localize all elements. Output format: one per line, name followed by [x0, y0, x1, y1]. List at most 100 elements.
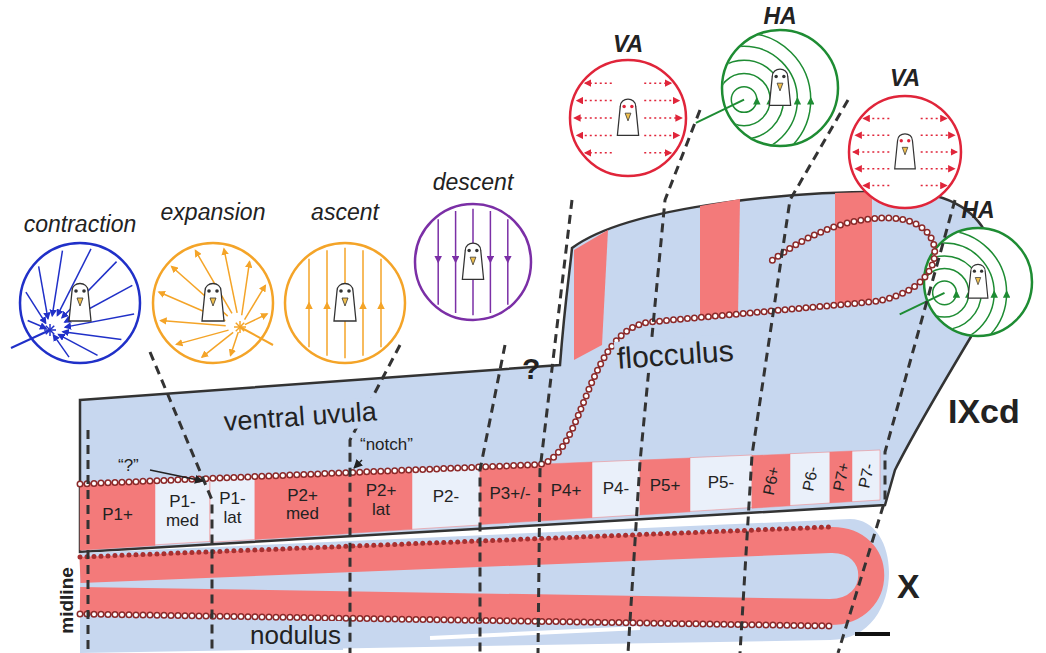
- flow-line: [933, 281, 957, 305]
- flow-line: [575, 117, 612, 119]
- purkinje-bead-row: [80, 614, 830, 626]
- stripe-label: P3+/-: [489, 485, 530, 504]
- stripe-label: P1- lat: [214, 490, 252, 527]
- circle-heading: VA: [820, 64, 990, 92]
- flow-line: [731, 87, 757, 113]
- stripe-fill: [540, 462, 592, 521]
- flow-field: [26, 249, 134, 357]
- stripe-fill: [412, 467, 480, 529]
- flow-circle-node: VA: [849, 64, 961, 208]
- eye: [347, 289, 351, 293]
- flow-field: [853, 118, 956, 185]
- eye: [973, 270, 976, 273]
- flow-line: [28, 321, 46, 329]
- stripe-label: P5+: [650, 477, 681, 496]
- circle-heading: VA: [543, 30, 713, 58]
- head-icon: [617, 99, 638, 135]
- flow-line: [53, 335, 69, 357]
- flow-field-circle: [20, 243, 140, 363]
- flow-line: [26, 292, 46, 323]
- flow-arrow: [956, 292, 958, 294]
- flow-circle-svg: [18, 241, 142, 365]
- flow-circle-node: contraction: [20, 210, 140, 363]
- flow-line: [577, 100, 612, 102]
- eye: [475, 249, 478, 252]
- nodulus-red-band: [80, 540, 871, 612]
- flow-line: [718, 74, 770, 126]
- stripe-fill: [480, 464, 540, 525]
- beak: [470, 257, 476, 265]
- flow-field-circle: [849, 96, 961, 208]
- circle-heading: contraction: [0, 210, 165, 238]
- axis-leader: [11, 330, 50, 348]
- stripe-fill: [80, 481, 155, 550]
- flow-arrow: [810, 99, 812, 101]
- region-label: IXcd: [948, 393, 1020, 430]
- flow-line: [644, 152, 670, 154]
- flow-circle-node: VA: [570, 30, 686, 176]
- head-outline: [334, 284, 356, 322]
- flow-line: [245, 314, 267, 325]
- flow-field: [677, 33, 810, 166]
- head-icon: [462, 243, 483, 279]
- head-outline: [895, 134, 916, 169]
- flow-line: [63, 332, 122, 340]
- stripe-fill: [752, 454, 790, 508]
- stripe-label: P1- med: [163, 493, 203, 530]
- purkinje-bead-row: [80, 218, 935, 484]
- head-icon: [968, 264, 988, 298]
- eye: [467, 249, 470, 252]
- beak: [625, 113, 631, 121]
- eye: [207, 289, 211, 293]
- flow-circle-node: descent: [415, 168, 531, 320]
- flow-circle-svg: [922, 226, 1034, 338]
- leader-arrow: [354, 460, 362, 468]
- stripe-fill: [690, 455, 752, 511]
- flow-line: [242, 262, 250, 316]
- eye: [980, 270, 983, 273]
- flow-field: [159, 249, 267, 357]
- axis-leader: [240, 327, 273, 345]
- zebrin-stripe: P7+: [830, 451, 852, 503]
- region-label: “?”: [118, 457, 139, 476]
- stripe-fill: [210, 477, 255, 542]
- stripe-label: P5-: [708, 474, 734, 493]
- flow-line: [308, 259, 310, 347]
- zone-boundary: [628, 110, 700, 653]
- head-icon: [769, 69, 790, 105]
- flow-line: [921, 134, 954, 136]
- flow-field: [309, 248, 381, 358]
- head-outline: [769, 69, 790, 105]
- flow-line: [644, 82, 670, 84]
- stripe-fill: [790, 452, 830, 506]
- flow-line: [921, 185, 947, 187]
- flow-line: [585, 82, 611, 84]
- flow-circle-node: ascent: [285, 198, 405, 363]
- zebrin-stripe: P1- lat: [210, 477, 255, 542]
- flow-line: [920, 269, 969, 318]
- flow-line: [437, 219, 439, 304]
- flow-line: [39, 266, 48, 318]
- stripe-fill: [155, 478, 210, 545]
- eye: [630, 105, 633, 108]
- head-icon: [202, 284, 224, 322]
- circle-heading: expansion: [128, 198, 298, 226]
- eye: [74, 289, 78, 293]
- flow-circle-svg: [720, 28, 840, 148]
- midline-label: midline: [57, 567, 78, 634]
- region-label: ?: [522, 352, 540, 385]
- beak: [777, 83, 783, 91]
- head-icon: [334, 284, 356, 322]
- flow-field-circle: [722, 30, 838, 146]
- flow-line: [231, 332, 239, 355]
- flow-circle-node: HA: [722, 2, 838, 146]
- zebrin-stripe: P1+: [80, 481, 155, 550]
- flow-circle-svg: [151, 241, 275, 365]
- stripe-fill: [255, 473, 350, 540]
- zebrin-stripe: P5-: [690, 455, 752, 511]
- axis-leader: [900, 293, 945, 315]
- white-matter-streak: [430, 628, 640, 638]
- circle-heading: ascent: [260, 198, 430, 226]
- zone-boundary: [740, 100, 848, 653]
- flow-line: [362, 250, 364, 355]
